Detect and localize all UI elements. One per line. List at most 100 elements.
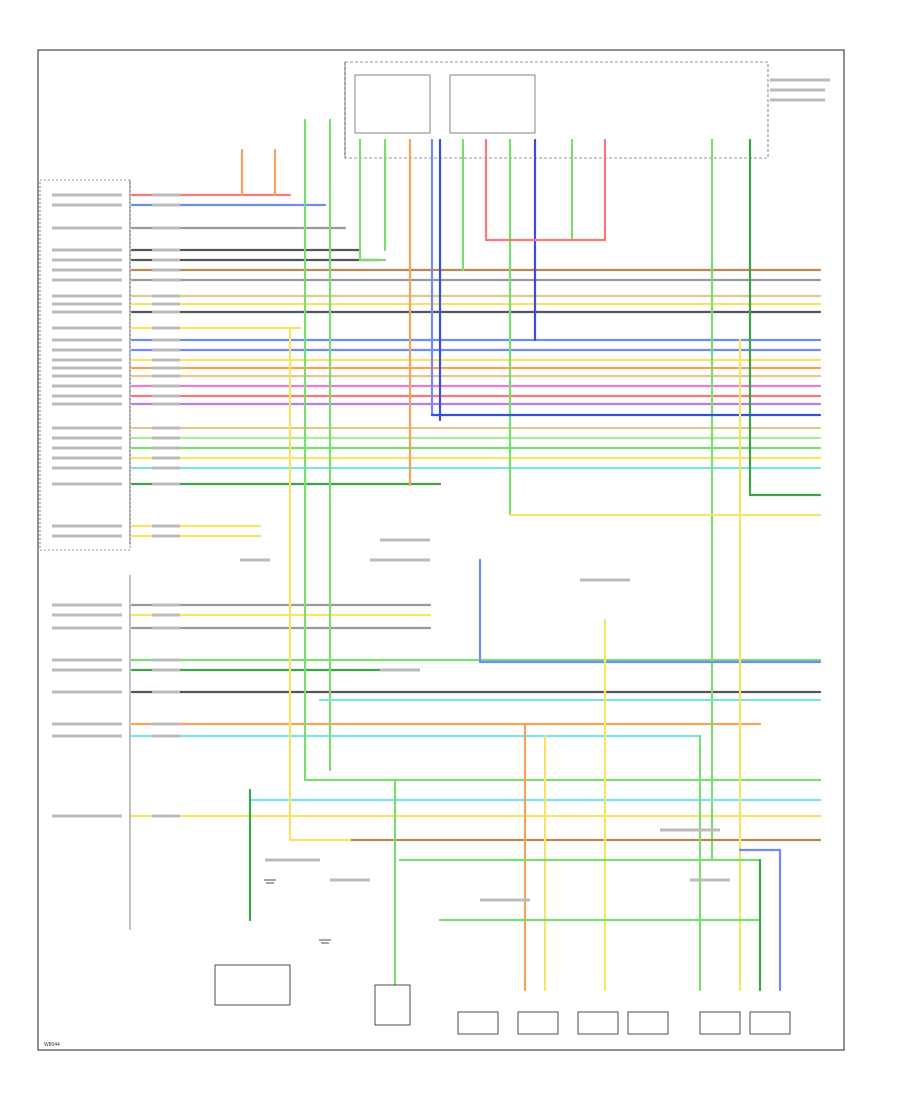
- wire-color-label-10: [152, 326, 180, 330]
- component-label-6: [660, 828, 720, 832]
- wire-color-label-26: [152, 534, 180, 538]
- wire-color-label-1: [152, 203, 180, 207]
- wire-color-label-17: [152, 394, 180, 398]
- pcm-pin-label-16: [52, 384, 122, 388]
- wire-color-label-12: [152, 348, 180, 352]
- component-label-7: [480, 898, 530, 902]
- pcm-pin-label-30: [52, 658, 122, 662]
- pcm-pin-label-2: [52, 226, 122, 230]
- wire-color-label-8: [152, 302, 180, 306]
- injector-5: [699, 1011, 741, 1035]
- pcm-pin-label-18: [52, 402, 122, 406]
- map-sensor: [214, 964, 291, 1006]
- pcm-pin-label-0: [52, 193, 122, 197]
- pcm-pin-label-17: [52, 394, 122, 398]
- injector-2: [517, 1011, 559, 1035]
- pcm-pin-label-31: [52, 668, 122, 672]
- wire-color-label-23: [152, 466, 180, 470]
- wire-color-label-32: [152, 690, 180, 694]
- wire-color-label-13: [152, 358, 180, 362]
- pcm-pin-label-8: [52, 302, 122, 306]
- pcm-pin-label-14: [52, 366, 122, 370]
- pcm-pin-label-21: [52, 446, 122, 450]
- wire-color-label-20: [152, 436, 180, 440]
- injector-3: [577, 1011, 619, 1035]
- wire-color-label-15: [152, 374, 180, 378]
- wire-color-label-16: [152, 384, 180, 388]
- wire-color-label-29: [152, 626, 180, 630]
- diagram-code: W8044: [44, 1042, 60, 1048]
- wire-color-label-27: [152, 603, 180, 607]
- wire-color-label-3: [152, 248, 180, 252]
- wire-color-label-33: [152, 722, 180, 726]
- wire-blue-lower: [478, 558, 822, 664]
- wire-color-label-14: [152, 366, 180, 370]
- wire-color-label-24: [152, 482, 180, 486]
- component-group: [214, 879, 791, 1035]
- component-label-1: [770, 88, 825, 92]
- pcm-pin-label-3: [52, 248, 122, 252]
- wire-color-label-4: [152, 258, 180, 262]
- pcm-pin-label-33: [52, 722, 122, 726]
- relay-box-2: [449, 74, 536, 134]
- pcm-pin-label-1: [52, 203, 122, 207]
- pcm-pin-label-32: [52, 690, 122, 694]
- component-label-12: [240, 558, 270, 562]
- pcm-pin-label-26: [52, 534, 122, 538]
- pcm-block-top: [39, 179, 131, 551]
- pcm-pin-label-29: [52, 626, 122, 630]
- wire-color-label-21: [152, 446, 180, 450]
- wire-color-label-22: [152, 456, 180, 460]
- pcm-pin-label-12: [52, 348, 122, 352]
- pin-label-group: [52, 193, 122, 818]
- wire-color-label-11: [152, 338, 180, 342]
- pcm-pin-label-27: [52, 603, 122, 607]
- pcm-pin-label-9: [52, 310, 122, 314]
- injector-4: [627, 1011, 669, 1035]
- wire-yel-down: [288, 328, 352, 842]
- wire-color-label-30: [152, 658, 180, 662]
- wire-color-label-34: [152, 734, 180, 738]
- wire-color-label-18: [152, 402, 180, 406]
- pcm-pin-label-25: [52, 524, 122, 528]
- component-label-0: [770, 78, 830, 82]
- pcm-pin-label-10: [52, 326, 122, 330]
- pcm-pin-label-28: [52, 613, 122, 617]
- wire-color-label-19: [152, 426, 180, 430]
- crankshaft-sensor: [374, 984, 411, 1026]
- pcm-pin-label-6: [52, 278, 122, 282]
- wire-color-label-2: [152, 226, 180, 230]
- component-label-2: [770, 98, 825, 102]
- pcm-pin-label-24: [52, 482, 122, 486]
- component-label-11: [380, 668, 420, 672]
- component-label-9: [265, 858, 320, 862]
- wire-group: [130, 118, 822, 992]
- injector-1: [457, 1011, 499, 1035]
- component-label-8: [690, 878, 730, 882]
- component-label-10: [330, 878, 370, 882]
- wire-color-label-5: [152, 268, 180, 272]
- wire-color-label-0: [152, 193, 180, 197]
- injector-6: [749, 1011, 791, 1035]
- wire-color-label-35: [152, 814, 180, 818]
- label-group: [152, 78, 830, 902]
- pcm-pin-label-13: [52, 358, 122, 362]
- component-label-4: [380, 538, 430, 542]
- pcm-pin-label-15: [52, 374, 122, 378]
- pcm-pin-label-19: [52, 426, 122, 430]
- component-label-3: [580, 578, 630, 582]
- pcm-pin-label-22: [52, 456, 122, 460]
- pcm-pin-label-35: [52, 814, 122, 818]
- wire-color-label-6: [152, 278, 180, 282]
- pcm-pin-label-20: [52, 436, 122, 440]
- underhood-fuse-box: [344, 61, 769, 159]
- pcm-pin-label-34: [52, 734, 122, 738]
- pcm-pin-label-5: [52, 268, 122, 272]
- pcm-pin-label-4: [52, 258, 122, 262]
- wire-color-label-31: [152, 668, 180, 672]
- wire-color-label-9: [152, 310, 180, 314]
- pcm-pin-label-7: [52, 294, 122, 298]
- component-label-5: [370, 558, 430, 562]
